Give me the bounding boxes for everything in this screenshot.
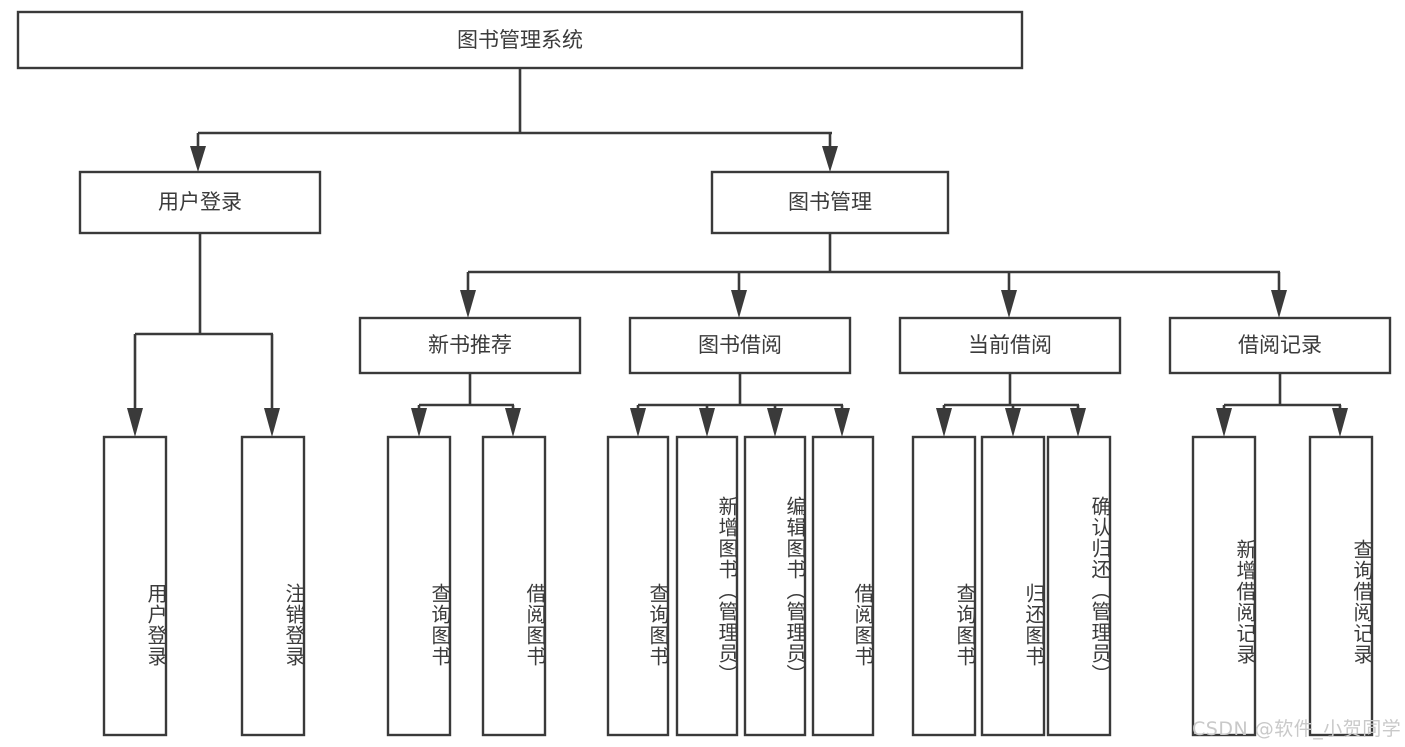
arrow-head-leaf-user-login [127, 408, 143, 437]
arrow-head-current-borrow [1001, 290, 1017, 318]
node-new-book-recommend-label: 新书推荐 [428, 333, 512, 357]
arrow-head-leaf-add-borrow-record [1216, 408, 1232, 437]
arrow-head-leaf-query-book-cur [936, 408, 952, 437]
node-book-manage-label: 图书管理 [788, 190, 872, 214]
node-leaf-confirm-return-admin-box[interactable] [1046, 435, 1112, 737]
node-book-borrow-label: 图书借阅 [698, 333, 782, 357]
node-leaf-edit-book-admin-box[interactable] [743, 435, 807, 737]
connector-group-book-manage [460, 233, 1287, 318]
node-borrow-record-label: 借阅记录 [1238, 333, 1322, 357]
arrow-head-borrow-record [1271, 290, 1287, 318]
node-new-book-recommend[interactable]: 新书推荐 [358, 316, 582, 375]
node-new-book-recommend-box[interactable] [358, 316, 582, 375]
node-leaf-add-book-admin-box[interactable] [675, 435, 739, 737]
node-leaf-add-borrow-record-box[interactable] [1191, 435, 1257, 737]
node-book-manage-box[interactable] [710, 170, 950, 235]
connector-group-current-borrow [936, 373, 1086, 437]
node-book-manage[interactable]: 图书管理 [710, 170, 950, 235]
arrow-head-leaf-add-book-admin [699, 408, 715, 437]
arrow-head-leaf-borrow-book-bor [834, 408, 850, 437]
arrow-head-leaf-edit-book-admin [767, 408, 783, 437]
connector-group-new-book-recommend [411, 373, 521, 437]
node-root-system-box[interactable] [16, 10, 1024, 70]
node-current-borrow[interactable]: 当前借阅 [898, 316, 1122, 375]
connector-group-book-borrow [630, 373, 850, 437]
node-leaf-borrow-book-bor-box[interactable] [811, 435, 875, 737]
leaf-boxes-group [102, 435, 1374, 737]
node-leaf-borrow-book-rec-box[interactable] [481, 435, 547, 737]
arrow-head-book-manage [822, 146, 838, 172]
node-root-system[interactable]: 图书管理系统 [16, 10, 1024, 70]
node-leaf-query-book-rec-box[interactable] [386, 435, 452, 737]
node-book-borrow-box[interactable] [628, 316, 852, 375]
arrow-head-leaf-query-book-rec [411, 408, 427, 437]
arrow-head-leaf-query-book-bor [630, 408, 646, 437]
node-borrow-record[interactable]: 借阅记录 [1168, 316, 1392, 375]
node-user-login[interactable]: 用户登录 [78, 170, 322, 235]
node-current-borrow-label: 当前借阅 [968, 333, 1052, 357]
arrow-head-leaf-return-book [1005, 408, 1021, 437]
arrow-head-new-book-recommend [460, 290, 476, 318]
node-leaf-query-borrow-record-box[interactable] [1308, 435, 1374, 737]
node-user-login-label: 用户登录 [158, 190, 242, 214]
arrow-head-leaf-confirm-return-admin [1070, 408, 1086, 437]
arrow-head-leaf-borrow-book-rec [505, 408, 521, 437]
node-leaf-logout-login-box[interactable] [240, 435, 306, 737]
arrow-head-leaf-query-borrow-record [1332, 408, 1348, 437]
connector-group-root [190, 68, 838, 172]
node-borrow-record-box[interactable] [1168, 316, 1392, 375]
node-book-borrow[interactable]: 图书借阅 [628, 316, 852, 375]
node-current-borrow-box[interactable] [898, 316, 1122, 375]
arrow-head-user-login [190, 146, 206, 172]
node-user-login-box[interactable] [78, 170, 322, 235]
node-leaf-query-book-bor-box[interactable] [606, 435, 670, 737]
node-leaf-user-login-box[interactable] [102, 435, 168, 737]
connector-group-user-login [127, 233, 280, 437]
node-leaf-return-book-box[interactable] [980, 435, 1046, 737]
arrow-head-book-borrow [731, 290, 747, 318]
connector-group-borrow-record [1216, 373, 1348, 437]
arrow-head-leaf-logout-login [264, 408, 280, 437]
csdn-watermark: CSDN @软件_小贺同学 [1192, 718, 1402, 740]
node-leaf-query-book-cur-box[interactable] [911, 435, 977, 737]
node-root-system-label: 图书管理系统 [457, 28, 583, 52]
